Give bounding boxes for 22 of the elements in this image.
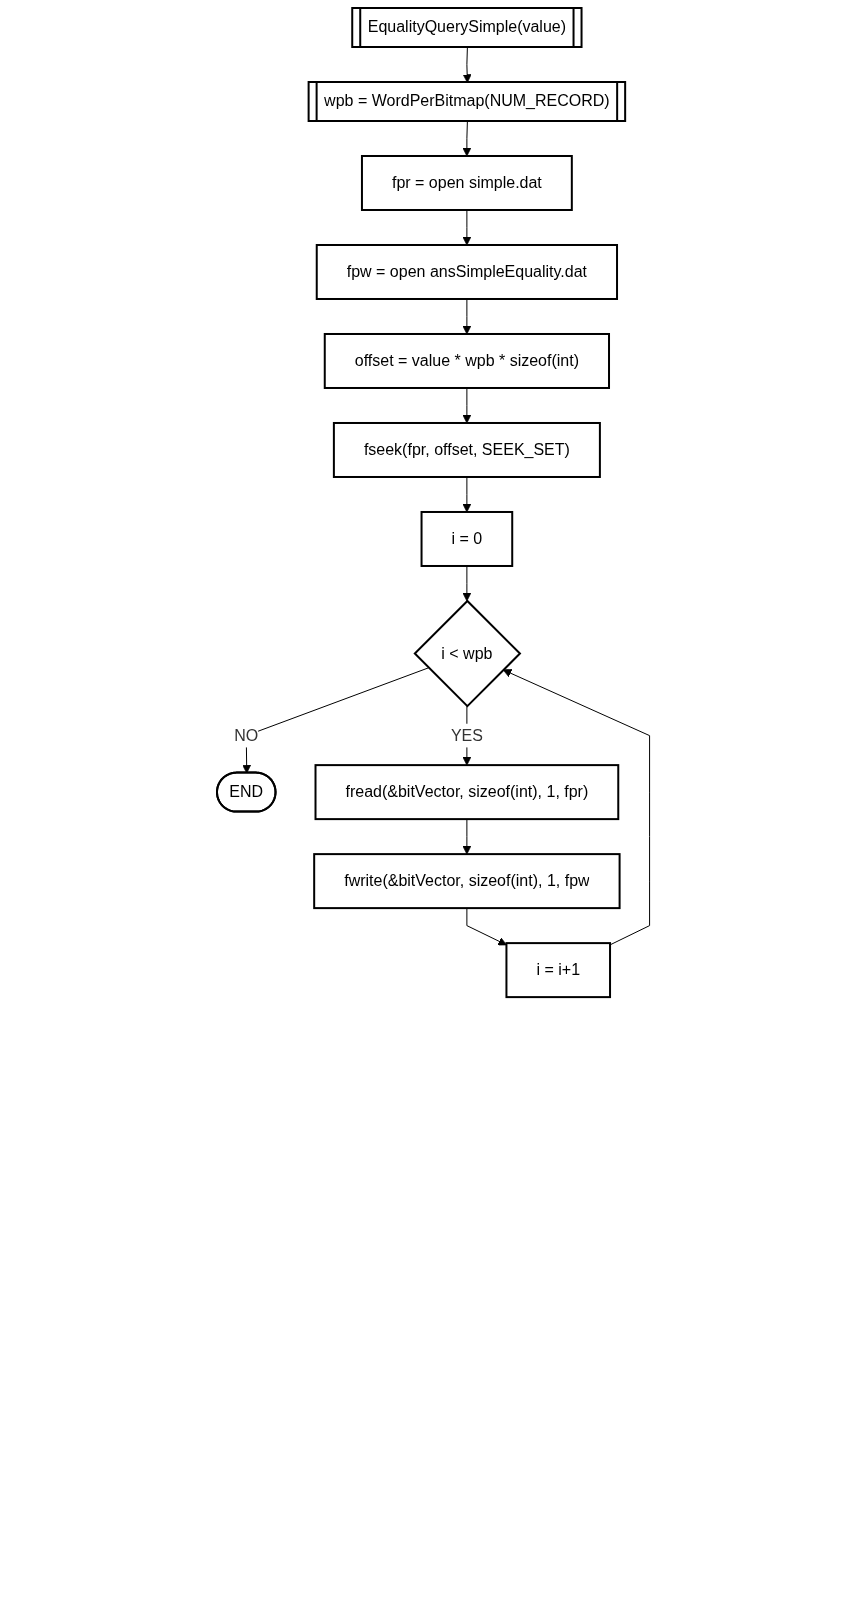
edge-label: YES <box>451 726 484 744</box>
node-box: i = i+1 <box>505 942 612 999</box>
arrow <box>462 298 472 335</box>
arrow <box>502 669 651 946</box>
node-box: fseek(fpr, offset, SEEK_SET) <box>333 422 602 478</box>
arrow <box>466 907 508 946</box>
arrow <box>462 476 472 513</box>
node-box: offset = value * wpb * sizeof(int) <box>323 333 611 389</box>
node-box: fpw = open ansSimpleEquality.dat <box>315 244 619 300</box>
arrow <box>462 818 472 855</box>
arrow <box>462 387 472 424</box>
arrow <box>462 121 472 157</box>
node-box: fpr = open simple.dat <box>361 155 573 211</box>
node-box: i = 0 <box>420 511 514 567</box>
arrow <box>462 47 472 83</box>
edge-label: NO <box>234 726 259 744</box>
node-box: fwrite(&bitVector, sizeof(int), 1, fpw <box>313 853 621 910</box>
node-diamond: i < wpb <box>413 599 522 708</box>
arrow <box>242 667 430 774</box>
arrow <box>462 565 472 602</box>
node-box: fread(&bitVector, sizeof(int), 1, fpr) <box>314 764 620 821</box>
arrow <box>462 209 472 246</box>
